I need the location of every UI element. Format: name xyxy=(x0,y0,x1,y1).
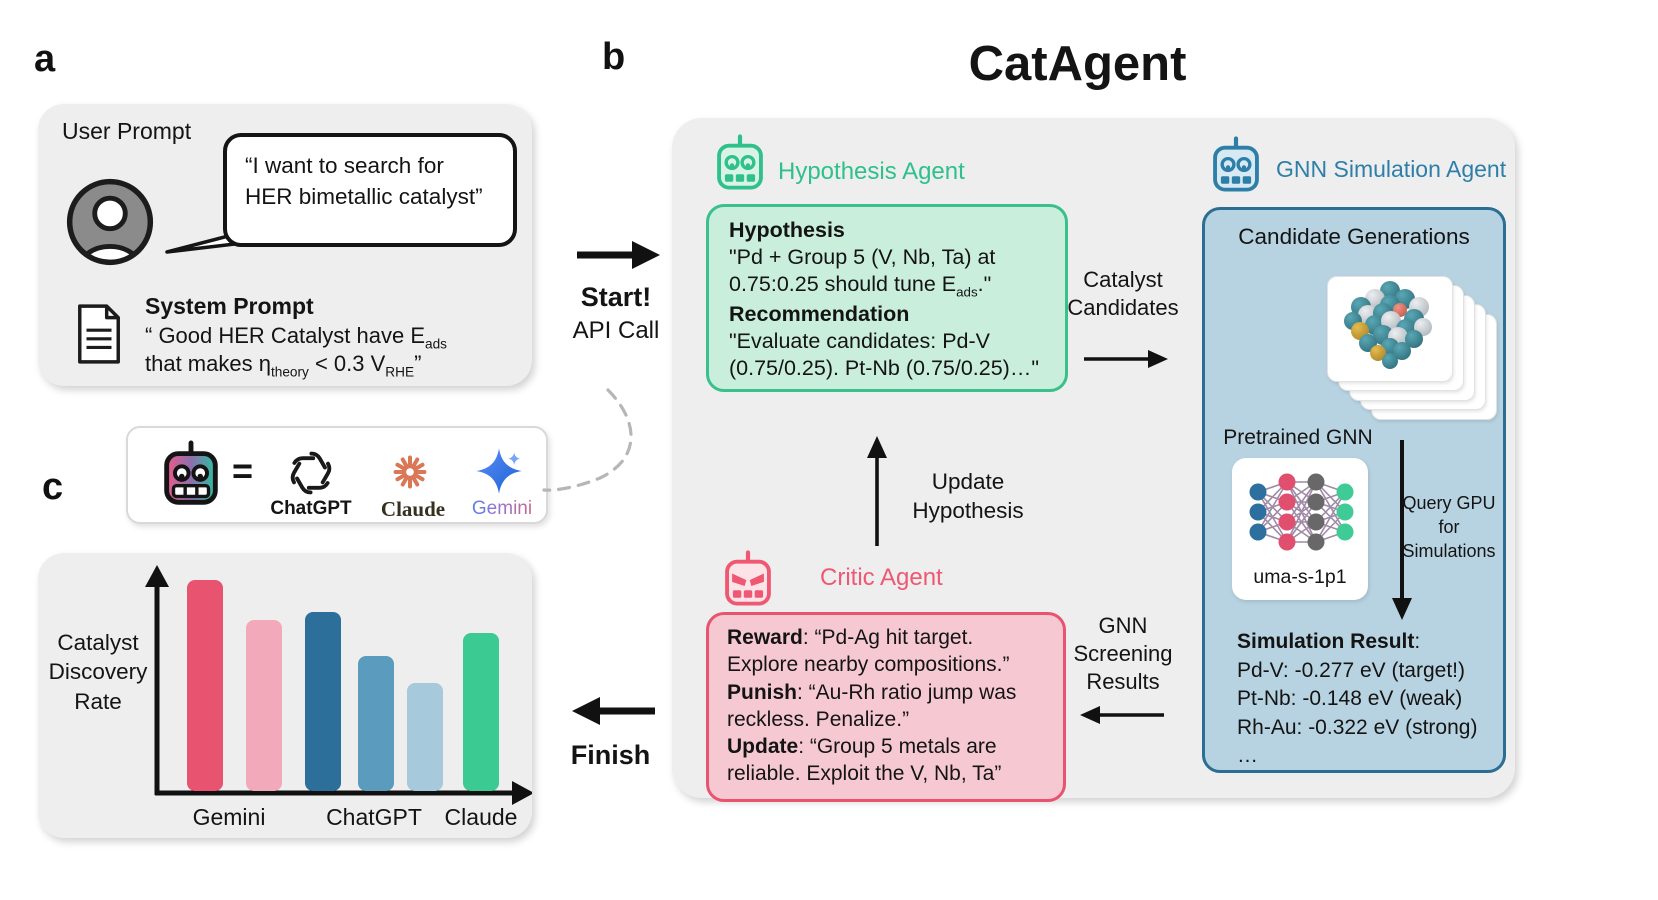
user-avatar-icon xyxy=(66,178,154,266)
system-prompt-line2: that makes ηtheory < 0.3 VRHE” xyxy=(145,351,422,380)
panel-a-label: a xyxy=(34,38,56,80)
panel-c-label: c xyxy=(42,466,64,508)
simulation-result-block: Simulation Result: Pd-V: -0.277 eV (targ… xyxy=(1237,628,1497,771)
finish-label: Finish xyxy=(570,740,651,770)
chart-plot-area: Gemini ChatGPT Claude xyxy=(38,553,532,838)
hypothesis-box: Hypothesis "Pd + Group 5 (V, Nb, Ta) at … xyxy=(706,204,1068,392)
simulation-result-heading: Simulation Result: xyxy=(1237,630,1421,653)
hypothesis-body: "Pd + Group 5 (V, Nb, Ta) at 0.75:0.25 s… xyxy=(729,245,996,300)
neural-network-icon xyxy=(1249,473,1354,551)
user-speech-bubble: “I want to search for HER bimetallic cat… xyxy=(223,133,517,247)
critic-punish-line: Punish: “Au-Rh ratio jump was reckless. … xyxy=(727,680,1017,731)
gnn-screening-results-arrow xyxy=(1080,706,1164,724)
system-prompt-title: System Prompt xyxy=(145,293,314,319)
document-icon xyxy=(78,304,120,364)
x-tick-claude: Claude xyxy=(444,804,518,830)
bar-chatgpt-4 xyxy=(407,683,443,791)
candidate-cards-stack xyxy=(1327,276,1503,432)
llm-robot-icon xyxy=(164,440,218,505)
dashed-connector xyxy=(542,388,633,492)
critic-box: Reward: “Pd-Ag hit target. Explore nearb… xyxy=(706,612,1066,802)
start-arrow xyxy=(577,241,660,269)
chart-axes xyxy=(145,565,532,805)
bar-chatgpt-3 xyxy=(358,656,394,791)
x-tick-chatgpt: ChatGPT xyxy=(326,804,422,830)
recommendation-heading: Recommendation xyxy=(729,302,910,327)
bar-gemini-1 xyxy=(246,620,282,791)
candidate-card-front xyxy=(1327,276,1453,382)
gnn-screening-results-label: GNN Screening Results xyxy=(1073,613,1173,695)
claude-logo-icon xyxy=(393,455,427,489)
catalyst-candidates-arrow xyxy=(1084,350,1168,368)
figure-title: CatAgent xyxy=(968,37,1187,91)
simulation-result-line: … xyxy=(1237,744,1258,768)
query-gpu-arrow xyxy=(1392,440,1412,620)
user-prompt-label: User Prompt xyxy=(62,118,192,144)
claude-label: Claude xyxy=(380,497,446,521)
panel-b-label: b xyxy=(602,36,626,78)
gnn-model-name: uma-s-1p1 xyxy=(1253,566,1347,588)
hypothesis-robot-icon xyxy=(717,134,763,190)
query-gpu-label: Query GPU for Simulations xyxy=(1402,493,1496,561)
simulation-result-line: Pd-V: -0.277 eV (target!) xyxy=(1237,658,1465,682)
critic-update-line: Update: “Group 5 metals are reliable. Ex… xyxy=(727,735,1002,786)
bar-chatgpt-2 xyxy=(305,612,341,791)
catalyst-candidates-label: Catalyst Candidates xyxy=(1067,267,1179,321)
critic-robot-icon xyxy=(725,550,771,606)
hypothesis-heading: Hypothesis xyxy=(729,218,845,242)
update-hypothesis-label: Update Hypothesis xyxy=(912,469,1024,523)
gemini-label: Gemini xyxy=(462,498,542,520)
bar-claude-5 xyxy=(463,633,499,791)
gemini-logo-icon xyxy=(476,448,522,494)
critic-agent-title: Critic Agent xyxy=(820,564,943,591)
user-speech-text: “I want to search for HER bimetallic cat… xyxy=(245,153,483,210)
chatgpt-logo-icon xyxy=(290,451,332,495)
chart-y-axis-label: Catalyst Discovery Rate xyxy=(48,630,148,714)
nanoparticle-cluster-image xyxy=(1344,281,1432,369)
start-label: Start! xyxy=(580,282,652,312)
candidate-generations-label: Candidate Generations xyxy=(1238,224,1470,249)
x-tick-gemini: Gemini xyxy=(192,804,266,830)
system-prompt-line1: “ Good HER Catalyst have Eads xyxy=(145,323,447,352)
bar-gemini-0 xyxy=(187,580,223,791)
recommendation-body: "Evaluate candidates: Pd-V (0.75/0.25). … xyxy=(729,329,1039,381)
gnn-simulation-box: Candidate Generations xyxy=(1202,207,1506,773)
gnn-model-card: uma-s-1p1 xyxy=(1232,458,1368,600)
update-hypothesis-arrow xyxy=(867,436,887,546)
hypothesis-agent-title: Hypothesis Agent xyxy=(778,158,965,185)
critic-reward-line: Reward: “Pd-Ag hit target. Explore nearb… xyxy=(727,626,1010,677)
pretrained-gnn-label: Pretrained GNN xyxy=(1223,426,1373,449)
finish-arrow xyxy=(572,697,655,725)
simulation-result-line: Pt-Nb: -0.148 eV (weak) xyxy=(1237,687,1463,711)
gnn-agent-title: GNN Simulation Agent xyxy=(1276,156,1507,182)
simulation-result-line: Rh-Au: -0.322 eV (strong) xyxy=(1237,715,1478,739)
api-call-label: API Call xyxy=(572,317,660,344)
gnn-robot-icon xyxy=(1213,136,1259,192)
equals-sign: = xyxy=(232,450,254,491)
chatgpt-label: ChatGPT xyxy=(270,498,352,519)
